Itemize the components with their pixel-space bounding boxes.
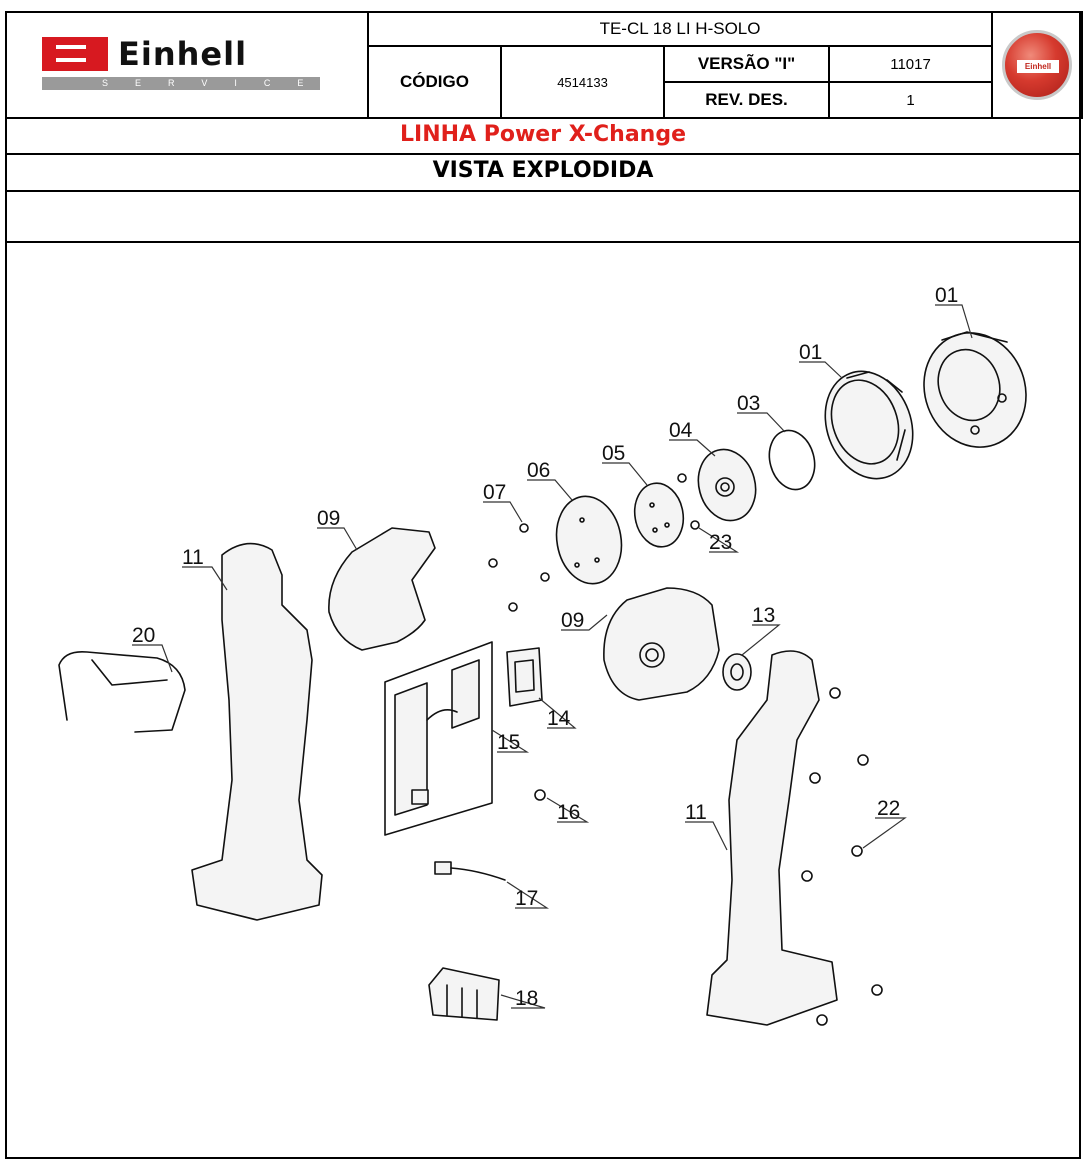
label-03: 03 xyxy=(737,392,760,415)
part-20-belt-clip xyxy=(58,650,186,733)
label-06: 06 xyxy=(527,459,550,482)
label-23: 23 xyxy=(709,531,732,554)
label-22: 22 xyxy=(877,797,900,820)
part-09-housing-upper xyxy=(328,527,436,651)
blank-row xyxy=(5,191,1081,243)
part-11-handle-left xyxy=(191,542,323,921)
rev-label: REV. DES. xyxy=(663,81,830,119)
leader-lines xyxy=(132,304,973,1009)
einhell-logo: Einhell SERVICE xyxy=(42,35,332,95)
label-05: 05 xyxy=(602,442,625,465)
part-04-plate xyxy=(697,448,757,522)
rev-value: 1 xyxy=(827,81,994,119)
codigo-label: CÓDIGO xyxy=(367,45,502,119)
label-11-left: 11 xyxy=(182,546,204,569)
part-11-handle-right xyxy=(706,650,838,1026)
part-01-ring xyxy=(824,370,914,480)
part-18-terminal-block xyxy=(428,967,500,1021)
label-13: 13 xyxy=(752,604,775,627)
label-17: 17 xyxy=(515,887,538,910)
screws xyxy=(488,473,883,1026)
authorized-service-seal: Einhell xyxy=(1002,30,1073,100)
versao-label: VERSÃO "I" xyxy=(663,45,830,83)
label-14: 14 xyxy=(547,707,571,730)
label-01-cap: 01 xyxy=(935,284,958,307)
product-line-title: LINHA Power X-Change xyxy=(5,118,1081,155)
brand-logo-cell: Einhell SERVICE xyxy=(5,11,369,119)
label-20: 20 xyxy=(132,624,155,647)
label-09-lower: 09 xyxy=(561,609,584,632)
seal-cell: Einhell xyxy=(991,11,1084,119)
label-18: 18 xyxy=(515,987,538,1010)
brand-sub: SERVICE xyxy=(42,77,320,90)
part-17-connector xyxy=(434,861,506,881)
exploded-view-diagram: 01 01 03 04 05 06 07 09 09 11 11 13 14 1… xyxy=(58,284,1027,1026)
seal-text: Einhell xyxy=(1017,60,1060,73)
brand-name: Einhell xyxy=(118,35,248,73)
label-11-right: 11 xyxy=(685,801,707,824)
codigo-value: 4514133 xyxy=(500,45,665,119)
label-01-ring: 01 xyxy=(799,341,822,364)
label-15: 15 xyxy=(497,731,520,754)
part-15-board xyxy=(384,641,493,836)
part-06-disc xyxy=(555,495,623,585)
part-03-disc xyxy=(768,429,816,491)
part-05-disc xyxy=(633,482,685,548)
label-09-upper: 09 xyxy=(317,507,340,530)
exploded-view-title: VISTA EXPLODIDA xyxy=(5,154,1081,192)
part-13-nut xyxy=(722,653,752,691)
label-07: 07 xyxy=(483,481,506,504)
title-block: Einhell SERVICE TE-CL 18 LI H-SOLO Einhe… xyxy=(5,11,1084,119)
model-name: TE-CL 18 LI H-SOLO xyxy=(366,11,994,47)
label-04: 04 xyxy=(669,419,693,442)
einhell-logo-mark xyxy=(42,37,108,71)
part-14-switch xyxy=(506,647,543,707)
versao-value: 11017 xyxy=(827,45,994,83)
label-16: 16 xyxy=(557,801,580,824)
part-01-cap-outer xyxy=(923,331,1027,448)
part-09-housing-lower xyxy=(603,587,720,701)
